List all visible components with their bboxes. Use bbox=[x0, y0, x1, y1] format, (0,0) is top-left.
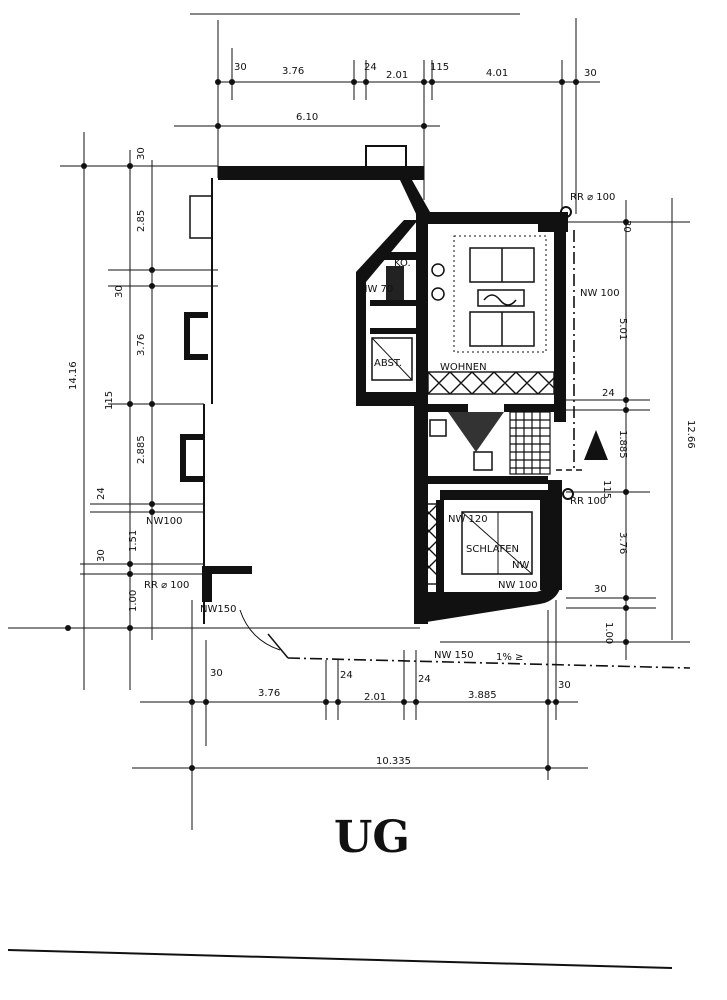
room-label-schlafen: SCHLAFEN bbox=[466, 544, 519, 555]
dim-bottom-total: 10.335 bbox=[376, 756, 411, 767]
dim-left-6: 2.885 bbox=[136, 435, 147, 464]
room-label-ko: KO. bbox=[394, 258, 411, 269]
dim-right-6: 3.76 bbox=[617, 532, 628, 554]
annotation-nw100-left: NW100 bbox=[146, 516, 182, 527]
dim-right-7: 30 bbox=[594, 584, 607, 595]
dim-bottom-2: 3.76 bbox=[258, 688, 280, 699]
dim-top-1: 30 bbox=[234, 62, 247, 73]
dim-top-3: 24 bbox=[364, 62, 377, 73]
dim-left-9: 30 bbox=[96, 549, 107, 562]
dimension-lines bbox=[8, 13, 690, 830]
dim-left-8: 1.51 bbox=[128, 530, 139, 552]
left-dimension-labels: 30 2.85 30 3.76 115 2.885 24 1.51 30 1.0… bbox=[68, 147, 147, 612]
room-label-wohnen: WOHNEN bbox=[440, 362, 487, 373]
dim-left-2: 2.85 bbox=[136, 210, 147, 232]
interior-details bbox=[7, 206, 691, 969]
annotation-nw150-left: NW150 bbox=[200, 604, 236, 615]
dim-top-6: 4.01 bbox=[486, 68, 508, 79]
annotation-nw100-low: NW 100 bbox=[498, 580, 538, 591]
dim-bottom-1: 30 bbox=[210, 668, 223, 679]
dim-left-5: 115 bbox=[104, 391, 115, 410]
dim-top-total: 6.10 bbox=[296, 112, 318, 123]
room-labels: KO. ABST. WOHNEN SCHLAFEN bbox=[374, 258, 519, 555]
dim-left-4: 3.76 bbox=[136, 334, 147, 356]
dim-left-total: 14.16 bbox=[68, 361, 79, 390]
annotation-nw100-right: NW 100 bbox=[580, 288, 620, 299]
annotation-rr-right: RR 100 bbox=[570, 496, 606, 507]
dim-right-4: 1.885 bbox=[617, 430, 628, 459]
annotation-rr-left: RR ⌀ 100 bbox=[144, 580, 189, 591]
dim-right-5: 115 bbox=[601, 480, 612, 499]
dim-left-10: 1.00 bbox=[128, 590, 139, 612]
dim-right-8: 1.00 bbox=[603, 622, 614, 644]
annotation-nw70: NW 70 bbox=[360, 284, 393, 295]
dim-top-5: 115 bbox=[430, 62, 449, 73]
annotation-nw120: NW 120 bbox=[448, 514, 488, 525]
annotation-slope: 1% ≥ bbox=[496, 652, 523, 663]
dim-bottom-7: 30 bbox=[558, 680, 571, 691]
dim-right-total: 12.66 bbox=[685, 420, 696, 449]
annotation-nw-mid: NW bbox=[512, 560, 529, 571]
right-dimension-labels: 30 5.01 24 1.885 115 3.76 30 1.00 12.66 bbox=[594, 220, 696, 644]
dim-bottom-6: 3.885 bbox=[468, 690, 497, 701]
drawing-title: UG bbox=[334, 812, 410, 863]
top-dimension-labels: 30 3.76 24 2.01 115 4.01 30 6.10 bbox=[234, 62, 597, 123]
dim-left-1: 30 bbox=[136, 147, 147, 160]
dim-top-7: 30 bbox=[584, 68, 597, 79]
dim-top-2: 3.76 bbox=[282, 66, 304, 77]
building-walls bbox=[180, 145, 568, 624]
dim-right-3: 24 bbox=[602, 388, 615, 399]
room-label-abst: ABST. bbox=[374, 358, 402, 369]
bottom-dimension-labels: 30 3.76 24 2.01 24 3.885 30 10.335 bbox=[210, 668, 571, 767]
dim-left-3: 30 bbox=[114, 285, 125, 298]
pipe-annotations: RR ⌀ 100 NW 100 NW 70 NW100 RR ⌀ 100 NW1… bbox=[144, 192, 620, 663]
annotation-rr-top: RR ⌀ 100 bbox=[570, 192, 615, 203]
dim-bottom-5: 24 bbox=[418, 674, 431, 685]
annotation-nw150-bottom: NW 150 bbox=[434, 650, 474, 661]
dim-right-2: 5.01 bbox=[617, 318, 628, 340]
dim-top-4: 2.01 bbox=[386, 70, 408, 81]
dim-right-1: 30 bbox=[621, 220, 632, 233]
dim-bottom-3: 24 bbox=[340, 670, 353, 681]
dim-bottom-4: 2.01 bbox=[364, 692, 386, 703]
dim-left-7: 24 bbox=[96, 487, 107, 500]
